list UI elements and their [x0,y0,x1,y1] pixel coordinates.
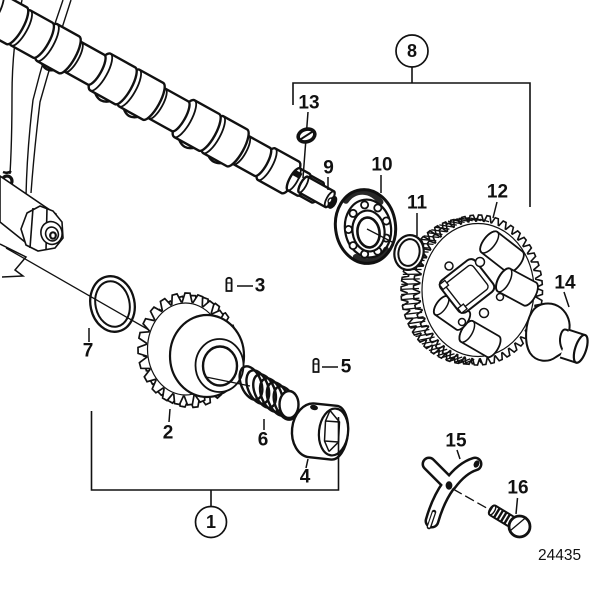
svg-text:12: 12 [487,182,508,203]
svg-text:1: 1 [206,512,216,532]
svg-text:4: 4 [300,467,311,488]
svg-text:15: 15 [445,431,467,452]
svg-text:8: 8 [407,41,417,61]
svg-text:24435: 24435 [538,547,581,564]
svg-text:11: 11 [407,193,428,214]
svg-text:9: 9 [323,158,334,179]
svg-text:10: 10 [371,155,392,176]
svg-text:2: 2 [163,423,174,444]
svg-text:6: 6 [258,430,269,451]
svg-text:13: 13 [298,93,319,114]
svg-text:16: 16 [507,478,528,499]
svg-text:7: 7 [83,341,94,362]
svg-text:3: 3 [255,276,266,297]
svg-text:14: 14 [554,273,576,294]
svg-text:5: 5 [341,357,352,378]
